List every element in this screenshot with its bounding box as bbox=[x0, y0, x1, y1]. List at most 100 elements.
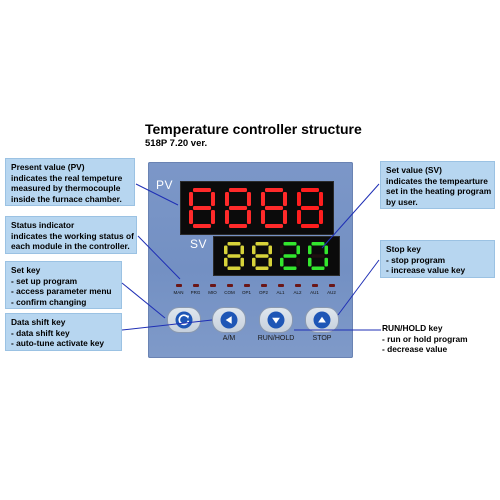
stop-key[interactable] bbox=[305, 307, 339, 333]
am-key-label: A/M bbox=[222, 335, 236, 342]
status-led bbox=[294, 284, 301, 287]
pv-digits bbox=[189, 188, 323, 228]
arrow-down-icon bbox=[267, 311, 285, 329]
digit-segment bbox=[227, 254, 241, 258]
callout-line: measured by thermocouple bbox=[11, 183, 121, 194]
callout-title: Set key bbox=[11, 265, 41, 275]
digit-segment bbox=[227, 242, 241, 246]
digit-segment bbox=[255, 266, 269, 270]
callout-line: - set up program bbox=[11, 275, 78, 286]
digit-segment bbox=[211, 192, 215, 206]
callout-line: indicates the tempearture bbox=[386, 175, 488, 186]
callout-title: Stop key bbox=[386, 244, 421, 254]
status-led-label: PRG bbox=[190, 290, 201, 295]
callout-line: indicates the real tempeture bbox=[11, 172, 123, 183]
sv-label: SV bbox=[190, 237, 208, 251]
am-key[interactable] bbox=[212, 307, 246, 333]
callout-line: set in the heating program bbox=[386, 186, 492, 197]
status-led bbox=[192, 284, 199, 287]
callout-line: - stop program bbox=[386, 254, 446, 265]
leader-line-status bbox=[137, 235, 181, 280]
leader-line-stop bbox=[337, 259, 380, 316]
run-hold-key[interactable] bbox=[259, 307, 293, 333]
digit-segment bbox=[268, 245, 272, 255]
status-led bbox=[175, 284, 182, 287]
keypad: A/M RUN/HOLD STOP bbox=[148, 302, 353, 342]
digit-segment bbox=[229, 224, 247, 228]
digit-segment bbox=[311, 254, 325, 258]
callout-line: indicates the working status of bbox=[11, 230, 134, 241]
digit-segment bbox=[265, 188, 283, 192]
digit-segment bbox=[301, 188, 319, 192]
digit-segment bbox=[283, 210, 287, 224]
callout-run-hold-key: RUN/HOLD key - run or hold program - dec… bbox=[382, 323, 468, 355]
digit-segment bbox=[283, 254, 297, 258]
digit-segment bbox=[193, 224, 211, 228]
sv-digits bbox=[224, 242, 328, 270]
callout-line: inside the furnace chamber. bbox=[11, 193, 122, 204]
callout-line: - increase value key bbox=[386, 265, 466, 276]
status-led-label: COM bbox=[224, 290, 235, 295]
callout-title: RUN/HOLD key bbox=[382, 323, 443, 333]
callout-line: - run or hold program bbox=[382, 333, 468, 344]
digit-segment bbox=[261, 192, 265, 206]
digit-segment bbox=[247, 192, 251, 206]
status-led bbox=[311, 284, 318, 287]
status-led-label: AU1 bbox=[310, 290, 319, 295]
digit-segment bbox=[297, 192, 301, 206]
page-subtitle: 518P 7.20 ver. bbox=[145, 138, 208, 149]
status-led-label: AL2 bbox=[293, 290, 302, 295]
callout-title: Set value (SV) bbox=[386, 165, 442, 175]
stop-key-label: STOP bbox=[312, 335, 332, 342]
callout-line: - auto-tune activate key bbox=[11, 338, 105, 349]
callout-present-value: Present value (PV) indicates the real te… bbox=[5, 158, 135, 206]
digit-segment bbox=[311, 242, 325, 246]
callout-line: - confirm changing bbox=[11, 296, 87, 307]
digit-segment bbox=[283, 266, 297, 270]
digit-segment bbox=[283, 192, 287, 206]
digit-segment bbox=[227, 266, 241, 270]
digit-segment bbox=[229, 206, 247, 210]
status-led bbox=[226, 284, 233, 287]
leader-line-set-key bbox=[121, 282, 166, 319]
digit-segment bbox=[296, 257, 300, 267]
status-led bbox=[328, 284, 335, 287]
status-led bbox=[260, 284, 267, 287]
digit-segment bbox=[324, 245, 328, 255]
digit-segment bbox=[283, 242, 297, 246]
set-key[interactable] bbox=[167, 307, 201, 333]
digit-segment bbox=[324, 257, 328, 267]
digit-segment bbox=[311, 266, 325, 270]
callout-line: - decrease value bbox=[382, 344, 448, 355]
digit-segment bbox=[240, 245, 244, 255]
run-hold-key-label: RUN/HOLD bbox=[257, 335, 295, 342]
callout-status-indicator: Status indicator indicates the working s… bbox=[5, 216, 137, 254]
status-led bbox=[243, 284, 250, 287]
digit-segment bbox=[252, 257, 256, 267]
leader-line-pv bbox=[135, 183, 179, 206]
digit-segment bbox=[297, 210, 301, 224]
digit-segment bbox=[189, 192, 193, 206]
status-led-label: OP2 bbox=[258, 290, 269, 295]
callout-line: - access parameter menu bbox=[11, 286, 112, 297]
digit-segment bbox=[225, 192, 229, 206]
digit-segment bbox=[265, 206, 283, 210]
callout-line: - data shift key bbox=[11, 327, 70, 338]
pv-label: PV bbox=[156, 178, 174, 192]
status-led-label: MIO bbox=[208, 290, 217, 295]
status-led bbox=[209, 284, 216, 287]
digit-segment bbox=[308, 245, 312, 255]
digit-segment bbox=[252, 245, 256, 255]
callout-title: Status indicator bbox=[11, 220, 75, 230]
digit-segment bbox=[240, 257, 244, 267]
status-led-label: AL1 bbox=[276, 290, 285, 295]
callout-title: Present value (PV) bbox=[11, 162, 85, 172]
callout-data-shift-key: Data shift key - data shift key - auto-t… bbox=[5, 313, 122, 351]
digit-segment bbox=[319, 210, 323, 224]
digit-segment bbox=[280, 245, 284, 255]
digit-segment bbox=[255, 254, 269, 258]
digit-segment bbox=[296, 245, 300, 255]
callout-line: each module in the controller. bbox=[11, 241, 130, 252]
